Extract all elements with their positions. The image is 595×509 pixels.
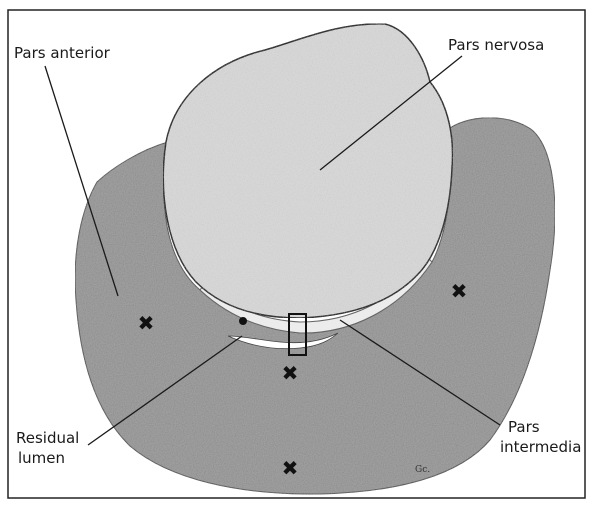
lumen-dot <box>239 317 247 325</box>
x-marker-right: ✖ <box>451 279 468 303</box>
label-pars-nervosa: Pars nervosa <box>448 36 544 54</box>
x-marker-center: ✖ <box>282 361 299 385</box>
label-residual-lumen-line2: lumen <box>18 449 65 467</box>
label-pars-anterior: Pars anterior <box>14 44 111 62</box>
artist-initials: Gc. <box>415 465 430 475</box>
label-pars-intermedia-line1: Pars <box>508 418 540 436</box>
x-marker-left: ✖ <box>138 311 155 335</box>
label-residual-lumen-line1: Residual <box>16 429 79 447</box>
label-pars-intermedia-line2: intermedia <box>500 438 581 456</box>
x-marker-bottom: ✖ <box>282 456 299 480</box>
